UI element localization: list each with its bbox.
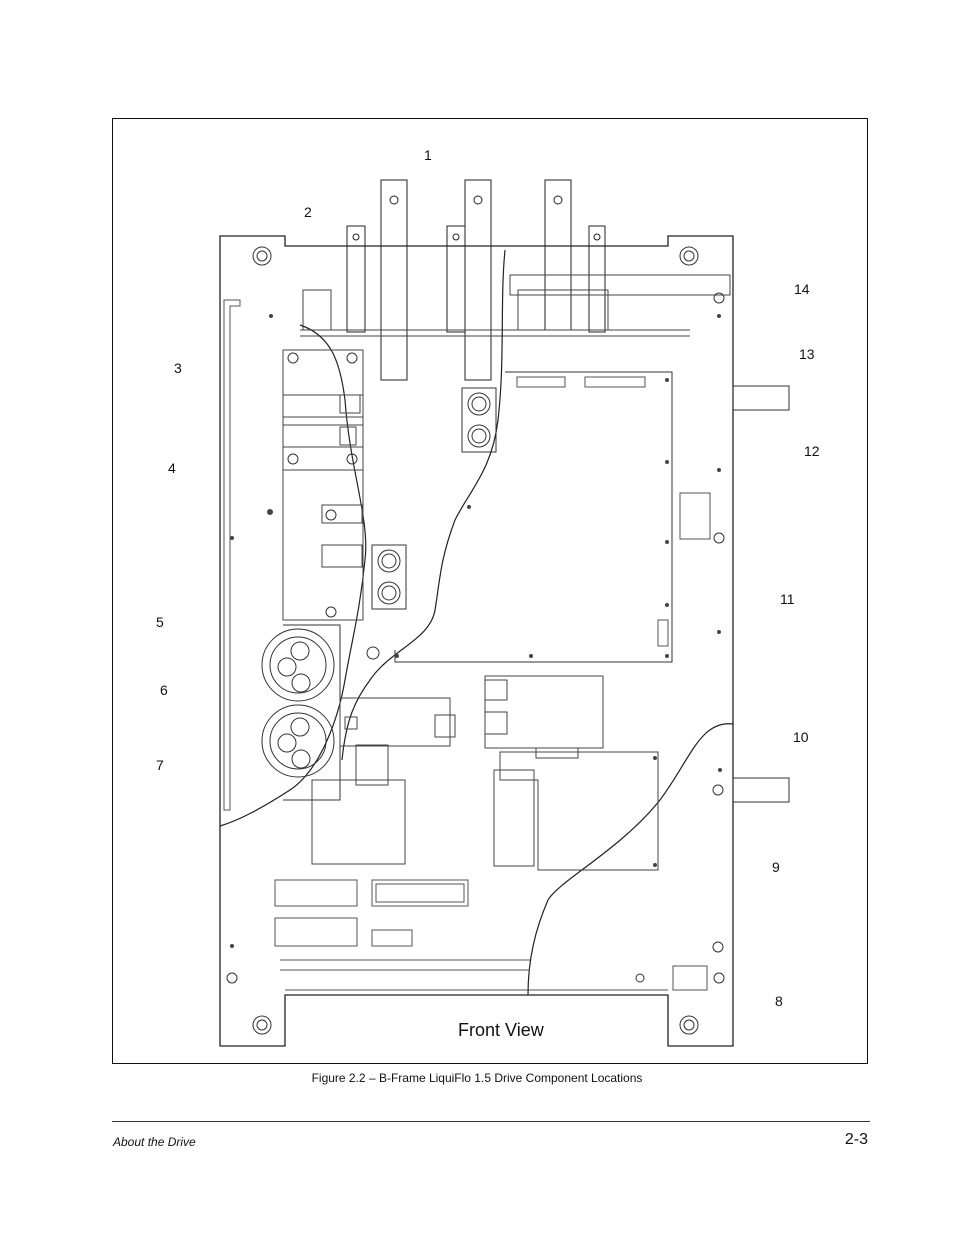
callout-13: 13 xyxy=(799,346,815,362)
callout-2: 2 xyxy=(304,204,312,220)
callout-4: 4 xyxy=(168,460,176,476)
callout-11: 11 xyxy=(780,591,795,607)
callout-3: 3 xyxy=(174,360,182,376)
view-label: Front View xyxy=(458,1020,544,1040)
callout-12: 12 xyxy=(804,443,820,459)
page-number: 2-3 xyxy=(844,1131,868,1148)
callout-6: 6 xyxy=(160,682,168,698)
footer-rule xyxy=(112,1121,870,1122)
figure-frame xyxy=(112,118,868,1064)
callout-1: 1 xyxy=(424,147,432,163)
callout-9: 9 xyxy=(772,859,780,875)
callout-5: 5 xyxy=(156,614,164,630)
figure-caption: Figure 2.2 – B-Frame LiquiFlo 1.5 Drive … xyxy=(311,1071,643,1085)
callout-10: 10 xyxy=(793,729,809,745)
callout-7: 7 xyxy=(156,757,164,773)
footer-section-title: About the Drive xyxy=(113,1135,196,1149)
callout-14: 14 xyxy=(794,281,810,297)
callout-8: 8 xyxy=(775,993,783,1009)
